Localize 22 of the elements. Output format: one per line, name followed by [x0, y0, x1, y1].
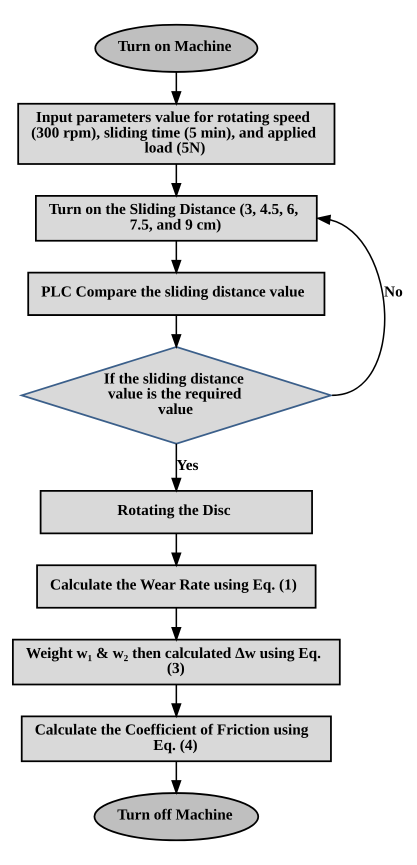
- arrow: [171, 241, 182, 275]
- arrow: [171, 608, 182, 642]
- node-box: Calculate the Wear Rate using Eq. (1): [36, 564, 316, 609]
- arrow: [171, 534, 182, 568]
- node-box: PLC Compare the sliding distance value: [27, 272, 326, 316]
- node-diamond: If the sliding distance value is the required value: [18, 346, 334, 445]
- arrow: [171, 316, 182, 349]
- arrow: [171, 444, 182, 493]
- arrow: [316, 214, 386, 396]
- edge-label: Yes: [176, 457, 198, 474]
- node-ellipse: Turn off Machine: [94, 792, 260, 842]
- arrow: [171, 164, 182, 198]
- arrow: [171, 761, 182, 795]
- arrow: [171, 684, 182, 718]
- node-ellipse: Turn on Machine: [94, 24, 258, 73]
- node-box: Rotating the Disc: [40, 490, 313, 534]
- arrow: [171, 72, 182, 106]
- node-box: Input parameters value for rotating speed (300 rpm), sliding time (5 min), and applied load (5N): [17, 102, 336, 165]
- edge-label: No: [384, 284, 403, 301]
- node-box: Turn on the Sliding Distance (3, 4.5, 6, 7.5, and 9 cm): [35, 194, 318, 242]
- node-box: Calculate the Coefficient of Friction using Eq. (4): [20, 715, 332, 762]
- node-box: Weight w₁ & w₂ then calculated Δw using Eq. (3): [12, 638, 341, 686]
